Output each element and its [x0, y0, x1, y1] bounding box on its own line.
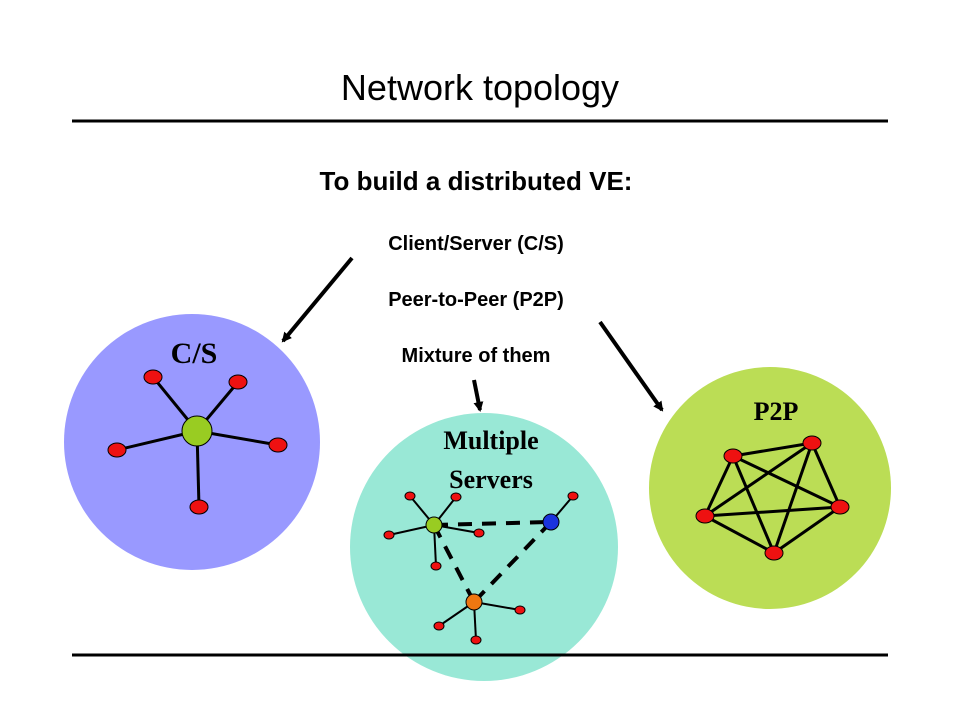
cs-server-node — [181, 415, 213, 447]
multi-server-links — [432, 520, 553, 604]
cs-client-node — [107, 442, 127, 458]
cs-client-node — [189, 499, 209, 515]
p2p-peer-node — [830, 499, 850, 515]
p2p-mesh — [703, 441, 842, 555]
multi-server-blue-node — [542, 513, 560, 531]
multi-client-node — [450, 492, 462, 502]
cs-label: C/S — [171, 337, 218, 370]
p2p-circle — [649, 367, 891, 609]
page-title: Network topology — [341, 67, 619, 108]
arrow-cs — [281, 256, 354, 343]
option-client-server: Client/Server (C/S) — [388, 233, 564, 255]
cs-client-node — [268, 437, 288, 453]
arrow-p2p — [598, 320, 664, 412]
multi-label-line1: Multiple — [443, 426, 538, 455]
multi-client-node — [514, 605, 526, 615]
multi-client-node — [567, 491, 579, 501]
multi-client-node — [433, 621, 445, 631]
option-peer-to-peer: Peer-to-Peer (P2P) — [388, 289, 564, 311]
p2p-peer-node — [764, 545, 784, 561]
p2p-peer-node — [802, 435, 822, 451]
multi-server-orange-node — [465, 593, 483, 611]
p2p-peer-node — [723, 448, 743, 464]
multi-client-node — [470, 635, 482, 645]
multi-server-green-node — [425, 516, 443, 534]
multi-client-node — [404, 491, 416, 501]
p2p-label: P2P — [754, 397, 799, 426]
option-mixture: Mixture of them — [402, 345, 551, 367]
multi-client-node — [430, 561, 442, 571]
arrow-mixture — [472, 379, 484, 412]
cs-client-node — [143, 369, 163, 385]
multi-server-circle — [350, 413, 618, 681]
cs-client-node — [228, 374, 248, 390]
subtitle: To build a distributed VE: — [320, 166, 633, 196]
multi-client-node — [473, 528, 485, 538]
p2p-peer-node — [695, 508, 715, 524]
multi-client-node — [383, 530, 395, 540]
multi-label-line2: Servers — [449, 465, 533, 494]
